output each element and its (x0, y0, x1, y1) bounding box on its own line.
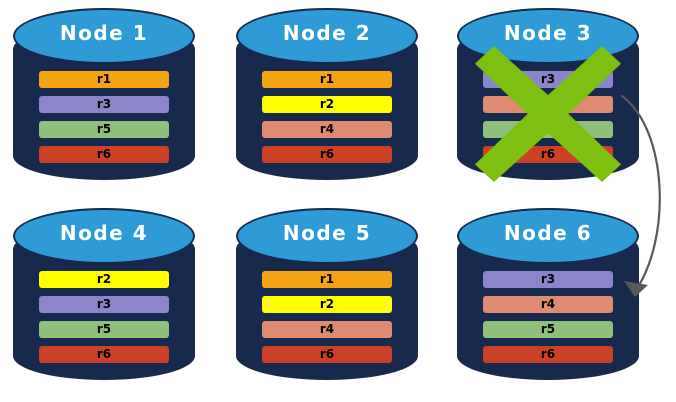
replica-bar[interactable]: r4 (262, 121, 392, 138)
replica-bar[interactable]: r6 (39, 346, 169, 363)
replica-list: r1 r2 r4 r6 (262, 271, 392, 363)
replica-bar[interactable]: r3 (483, 71, 613, 88)
replica-bar[interactable]: r3 (39, 296, 169, 313)
replica-list: r1 r3 r5 r6 (39, 71, 169, 163)
replica-list: r3 r4 r5 r6 (483, 71, 613, 163)
cylinder-top-ellipse (457, 208, 639, 264)
replica-bar[interactable]: r1 (262, 71, 392, 88)
replica-bar[interactable]: r6 (39, 146, 169, 163)
replica-bar[interactable]: r5 (483, 321, 613, 338)
replica-bar[interactable]: r1 (39, 71, 169, 88)
replica-bar[interactable]: r2 (262, 96, 392, 113)
replica-bar[interactable]: r3 (39, 96, 169, 113)
replica-bar[interactable]: r2 (39, 271, 169, 288)
cylinder-top-ellipse (236, 8, 418, 64)
replica-list: r3 r4 r5 r6 (483, 271, 613, 363)
replica-bar[interactable]: r4 (483, 296, 613, 313)
replica-bar[interactable]: r6 (262, 146, 392, 163)
replica-list: r1 r2 r4 r6 (262, 71, 392, 163)
replica-bar[interactable]: r2 (262, 296, 392, 313)
cylinder-top-ellipse (236, 208, 418, 264)
cylinder-top-ellipse (13, 8, 195, 64)
replica-bar[interactable]: r6 (483, 346, 613, 363)
replica-list: r2 r3 r5 r6 (39, 271, 169, 363)
replica-bar[interactable]: r5 (39, 321, 169, 338)
replica-bar[interactable]: r4 (262, 321, 392, 338)
replica-bar[interactable]: r3 (483, 271, 613, 288)
cylinder-top-ellipse (457, 8, 639, 64)
replica-bar[interactable]: r1 (262, 271, 392, 288)
replica-bar[interactable]: r6 (262, 346, 392, 363)
cylinder-top-ellipse (13, 208, 195, 264)
replica-bar[interactable]: r6 (483, 146, 613, 163)
replica-bar[interactable]: r5 (39, 121, 169, 138)
replica-bar[interactable]: r4 (483, 96, 613, 113)
replica-bar[interactable]: r5 (483, 121, 613, 138)
